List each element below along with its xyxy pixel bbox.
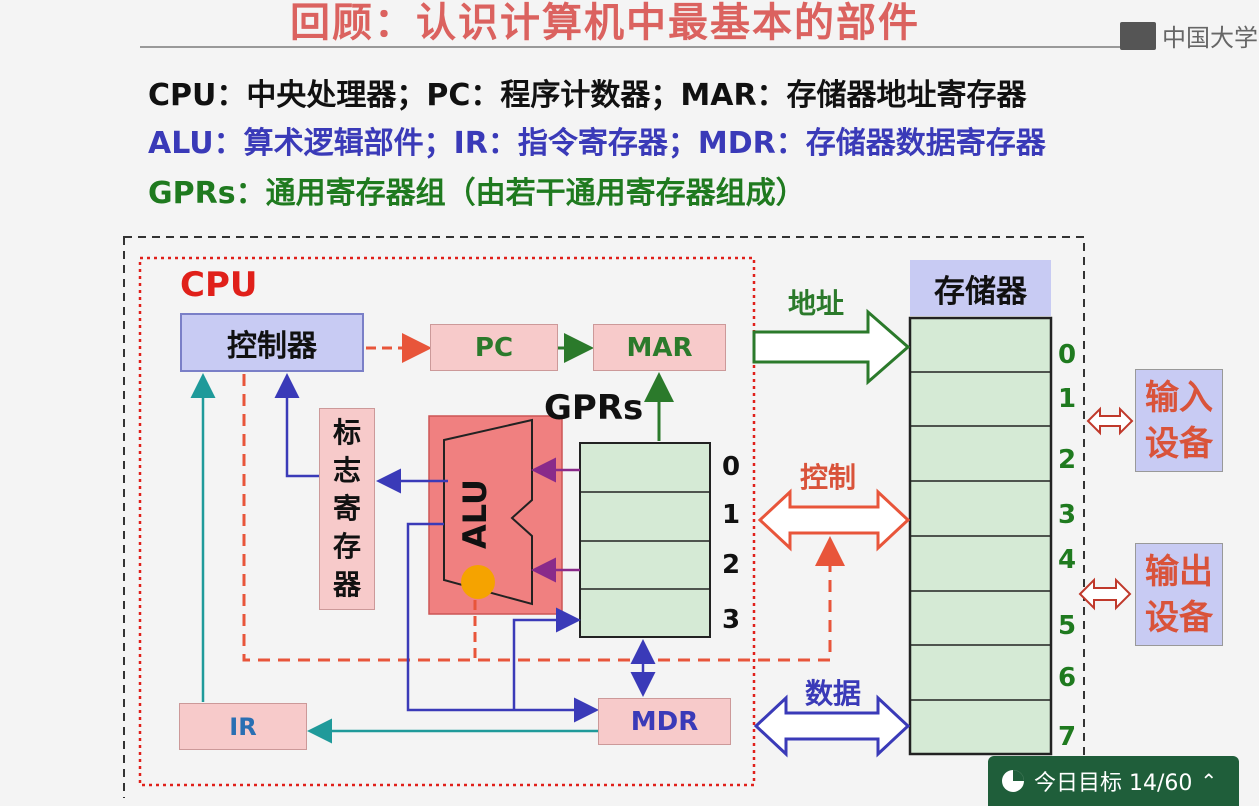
gprs-label: GPRs	[544, 388, 644, 428]
ir-register: IR	[179, 703, 307, 750]
daily-goal-widget[interactable]: 今日目标 14/60 ⌃	[988, 756, 1239, 806]
output-device-arrow	[1078, 577, 1132, 611]
input-device-line: 输入	[1145, 377, 1213, 418]
memory-index: 0	[1058, 340, 1077, 370]
memory-index: 6	[1058, 663, 1077, 693]
input-device-arrow	[1086, 406, 1134, 436]
gpr-index: 2	[722, 550, 741, 580]
flag-char: 寄	[332, 492, 361, 525]
memory-index: 1	[1058, 384, 1077, 414]
legend-line-alu: ALU：算术逻辑部件；IR：指令寄存器；MDR：存储器数据寄存器	[148, 126, 1046, 161]
cursor-highlight	[461, 565, 495, 599]
cpu-boundary	[138, 256, 756, 787]
chevron-up-icon[interactable]: ⌃	[1200, 769, 1218, 793]
output-device-line: 设备	[1145, 597, 1213, 638]
pc-register: PC	[430, 324, 558, 371]
daily-goal-label: 今日目标 14/60	[1034, 771, 1193, 796]
legend-line-cpu: CPU：中央处理器；PC：程序计数器；MAR：存储器地址寄存器	[148, 78, 1027, 113]
mar-register: MAR	[593, 324, 726, 371]
data-bus-label: 数据	[805, 677, 862, 710]
mooc-logo: 中国大学	[1120, 18, 1258, 53]
gpr-index: 1	[722, 500, 741, 530]
legend-line-gprs: GPRs：通用寄存器组（由若干通用寄存器组成）	[148, 176, 806, 211]
address-bus-arrow	[752, 308, 911, 386]
controller-box: 控制器	[180, 313, 364, 372]
flag-char: 标	[332, 416, 361, 449]
gprs-stack	[579, 442, 711, 638]
cpu-label: CPU	[180, 265, 258, 305]
memory-index: 2	[1058, 445, 1077, 475]
slide-title: 回顾：认识计算机中最基本的部件	[290, 0, 920, 46]
data-bus-arrow	[753, 694, 911, 758]
control-bus-arrow	[757, 488, 911, 552]
progress-pie-icon	[1002, 770, 1024, 792]
mdr-register: MDR	[598, 698, 731, 745]
flag-char: 器	[332, 568, 361, 601]
memory-index: 3	[1058, 500, 1077, 530]
flag-char: 志	[332, 454, 361, 487]
gpr-index: 3	[722, 605, 741, 635]
title-divider	[140, 46, 1140, 48]
memory-index: 7	[1058, 722, 1077, 752]
book-icon	[1120, 21, 1156, 50]
control-bus-label: 控制	[800, 461, 857, 494]
computer-boundary	[123, 236, 1085, 798]
flag-char: 存	[332, 530, 361, 563]
address-bus-label: 地址	[788, 287, 845, 320]
output-device: 输出 设备	[1135, 543, 1223, 646]
input-device-line: 设备	[1145, 423, 1213, 464]
flag-register: 标 志 寄 存 器	[319, 408, 375, 610]
output-device-line: 输出	[1145, 551, 1213, 592]
memory-index: 4	[1058, 545, 1077, 575]
memory-index: 5	[1058, 611, 1077, 641]
alu-label: ALU	[456, 479, 494, 549]
alu-shape	[443, 418, 533, 606]
memory-title: 存储器	[910, 260, 1051, 316]
input-device: 输入 设备	[1135, 369, 1223, 472]
gpr-index: 0	[722, 452, 741, 482]
logo-text: 中国大学	[1162, 24, 1258, 52]
